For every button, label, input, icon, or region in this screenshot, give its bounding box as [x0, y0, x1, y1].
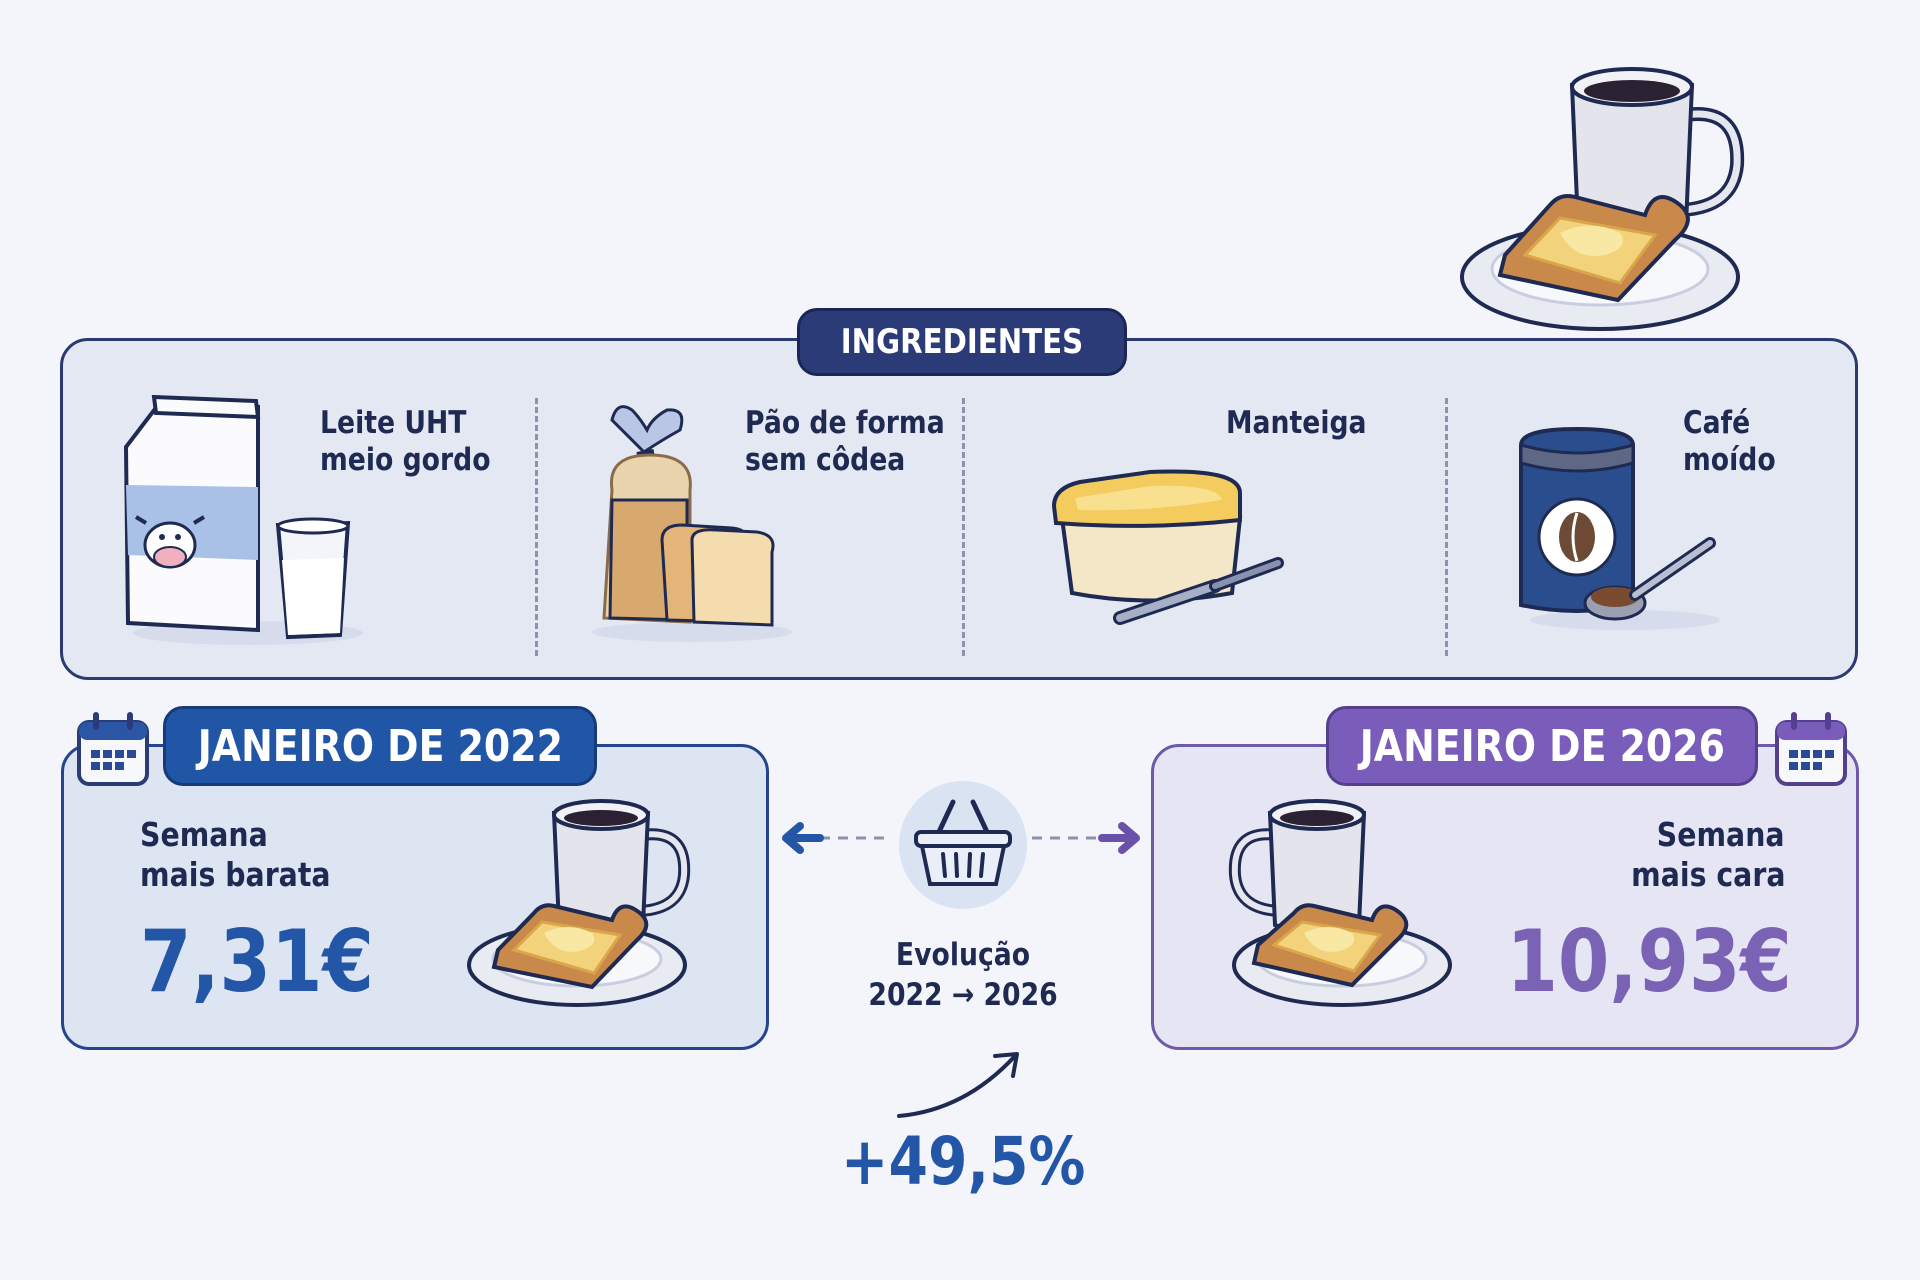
evolution-label: Evolução 2022 → 2026: [868, 937, 1058, 1013]
ingredients-title: INGREDIENTES: [797, 308, 1127, 376]
coffee-can-icon: [1519, 426, 1720, 630]
ingredient-label-butter: Manteiga: [1226, 405, 1367, 441]
week-label-2022: Semana mais barata: [140, 815, 331, 894]
shopping-basket-icon: [899, 781, 1027, 909]
milk-carton-icon: [123, 395, 363, 645]
arrow-right-icon: [1032, 822, 1140, 854]
calendar-icon: [1775, 712, 1847, 786]
arrow-left-icon: [782, 822, 890, 854]
price-2026: 10,93€: [1506, 912, 1792, 1012]
ingredient-label-coffee: Café moído: [1683, 405, 1776, 478]
price-2022: 7,31€: [140, 912, 374, 1012]
period-title-2022: JANEIRO DE 2022: [163, 706, 597, 786]
divider: [962, 398, 965, 656]
price-change-percent: +49,5%: [840, 1123, 1086, 1200]
breakfast-icon: [1228, 799, 1452, 1007]
butter-tub-icon: [1051, 469, 1284, 625]
divider: [1445, 398, 1448, 656]
divider: [535, 398, 538, 656]
ingredient-label-milk: Leite UHT meio gordo: [320, 405, 491, 478]
week-label-2026: Semana mais cara: [1630, 815, 1785, 894]
trend-up-arrow-icon: [897, 1052, 1019, 1118]
bread-loaf-icon: [592, 405, 792, 642]
card-2026: [1151, 744, 1859, 1050]
breakfast-illustration-icon: [1460, 67, 1745, 331]
calendar-icon: [77, 712, 149, 786]
card-2022: [61, 744, 769, 1050]
ingredient-label-bread: Pão de forma sem côdea: [745, 405, 945, 478]
breakfast-icon: [467, 799, 691, 1007]
period-title-2026: JANEIRO DE 2026: [1326, 706, 1758, 786]
